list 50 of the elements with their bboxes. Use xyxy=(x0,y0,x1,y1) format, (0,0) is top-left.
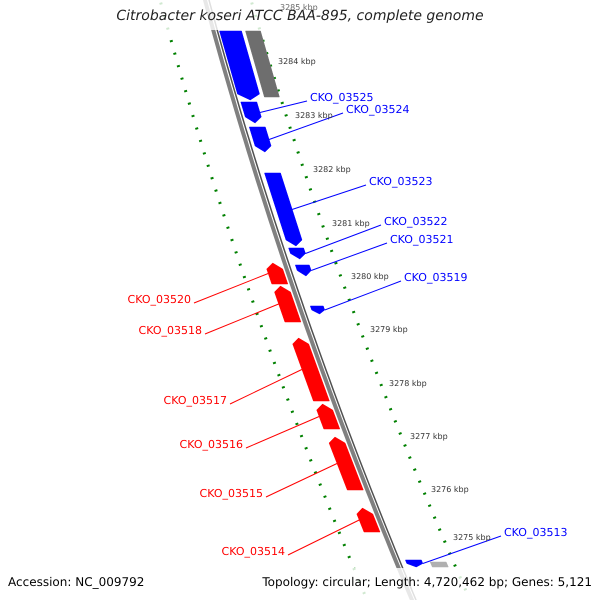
gene-block xyxy=(316,404,340,430)
leader-line xyxy=(194,273,269,304)
gene-bar xyxy=(245,30,280,98)
gene-label: CKO_03524 xyxy=(346,104,410,115)
gene-block xyxy=(295,264,312,276)
gene-label: CKO_03522 xyxy=(384,216,448,227)
gene-block xyxy=(266,262,288,284)
gene-label: CKO_03514 xyxy=(222,546,285,557)
gene-block xyxy=(240,102,262,124)
kbp-label: 3276 kbp xyxy=(431,486,469,494)
gene-block xyxy=(249,126,272,152)
leader-line xyxy=(259,100,308,113)
kbp-label: 3275 kbp xyxy=(453,534,491,542)
kbp-label: 3281 kbp xyxy=(332,220,370,228)
leader-line xyxy=(268,112,344,140)
gene-block xyxy=(292,338,330,402)
gene-label: CKO_03515 xyxy=(200,488,263,499)
leader-line xyxy=(422,536,502,564)
leader-line xyxy=(246,416,320,448)
gene-label: CKO_03518 xyxy=(138,325,202,336)
gene-label: CKO_03517 xyxy=(164,395,227,406)
kbp-label: 3277 kbp xyxy=(410,433,448,441)
gene-label: CKO_03523 xyxy=(369,176,432,187)
kbp-label: 3283 kbp xyxy=(295,112,333,120)
leader-line xyxy=(266,463,338,498)
kbp-label: 3284 kbp xyxy=(278,58,316,66)
leader-line xyxy=(324,280,402,310)
gene-label: CKO_03520 xyxy=(128,294,191,305)
gene-block xyxy=(310,306,325,314)
kbp-label: 3279 kbp xyxy=(370,326,408,334)
kbp-label: 3280 kbp xyxy=(351,273,389,281)
gene-label: CKO_03516 xyxy=(180,439,243,450)
gene-label: CKO_03521 xyxy=(390,234,454,245)
leader-line xyxy=(204,304,280,334)
gene-label: CKO_03513 xyxy=(504,527,568,538)
gene-block xyxy=(356,508,380,532)
kbp-label: 3282 kbp xyxy=(313,166,351,174)
gene-label: CKO_03519 xyxy=(404,272,468,283)
gene-block xyxy=(264,172,302,246)
leader-line xyxy=(304,224,382,254)
leader-line xyxy=(310,242,388,271)
leader-line xyxy=(230,369,302,404)
kbp-label: 3278 kbp xyxy=(389,380,427,388)
gene-label: CKO_03525 xyxy=(310,92,374,103)
gene-block xyxy=(328,436,364,490)
leader-line xyxy=(288,520,360,556)
genome-summary-text: Topology: circular; Length: 4,720,462 bp; Genes: 5,121 xyxy=(262,576,592,588)
accession-text: Accession: NC_009792 xyxy=(8,576,144,588)
gene-block xyxy=(219,30,260,100)
leader-line xyxy=(292,184,366,210)
